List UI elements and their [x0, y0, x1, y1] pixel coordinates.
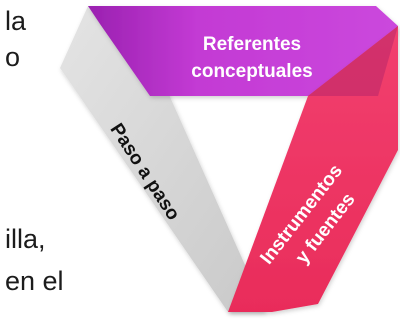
- top-band-referentes-conceptuales: [88, 6, 398, 96]
- background-text-fragment: o: [5, 42, 21, 72]
- background-text-fragment: la: [5, 6, 27, 36]
- right-band-instrumentos-y-fuentes: [228, 26, 398, 312]
- fold-shadow: [308, 26, 398, 96]
- top-band-label-line-2: conceptuales: [191, 61, 312, 82]
- top-band-label-line-1: Referentes: [203, 34, 301, 55]
- left-band-paso-a-paso: [60, 6, 266, 312]
- background-text-fragment: illa,: [5, 224, 46, 254]
- background-text-fragment: en el: [5, 266, 64, 296]
